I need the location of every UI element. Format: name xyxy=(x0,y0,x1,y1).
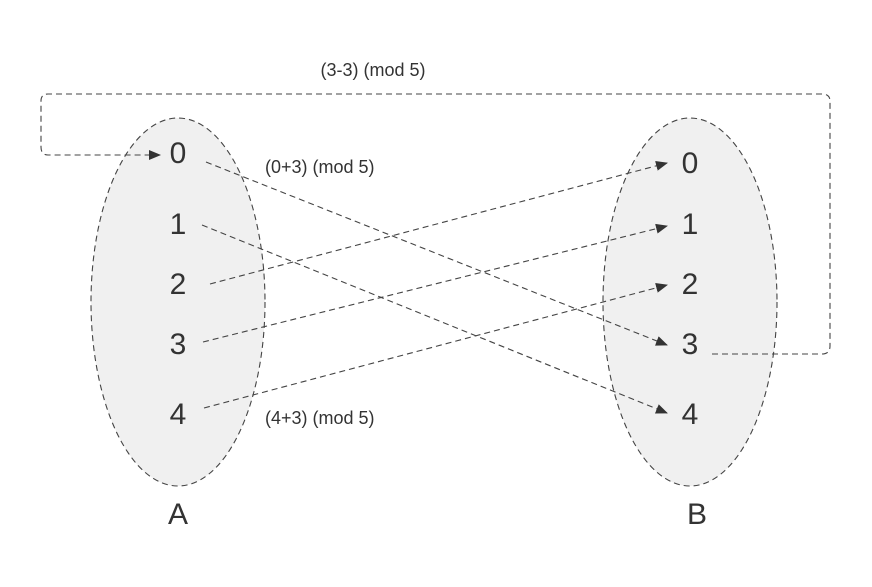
set-a-element-2: 2 xyxy=(170,268,187,301)
inverse-annotation: (3-3) (mod 5) xyxy=(320,60,425,80)
set-b-ellipse xyxy=(602,117,778,487)
set-a-ellipse xyxy=(90,117,266,487)
arrow-a2-to-b0 xyxy=(209,160,668,285)
set-b-element-1: 1 xyxy=(682,208,699,241)
map-4-annotation: (4+3) (mod 5) xyxy=(265,408,375,428)
set-a-element-1: 1 xyxy=(170,208,187,241)
set-b-label: B xyxy=(687,498,707,531)
map-0-annotation: (0+3) (mod 5) xyxy=(265,157,375,177)
arrow-a4-to-b2 xyxy=(203,282,668,409)
set-a-element-4: 4 xyxy=(170,398,187,431)
set-b-element-0: 0 xyxy=(682,147,699,180)
arrow-a3-to-b1 xyxy=(202,223,668,343)
arrow-a0-to-b3 xyxy=(205,161,668,346)
inverse-return-arrow xyxy=(40,93,831,355)
set-a-element-0: 0 xyxy=(170,137,187,170)
set-a-element-3: 3 xyxy=(170,328,187,361)
set-b-element-2: 2 xyxy=(682,268,699,301)
set-a-label: A xyxy=(168,498,188,531)
set-b-element-3: 3 xyxy=(682,328,699,361)
set-b-element-4: 4 xyxy=(682,398,699,431)
arrow-a1-to-b4 xyxy=(201,224,668,414)
